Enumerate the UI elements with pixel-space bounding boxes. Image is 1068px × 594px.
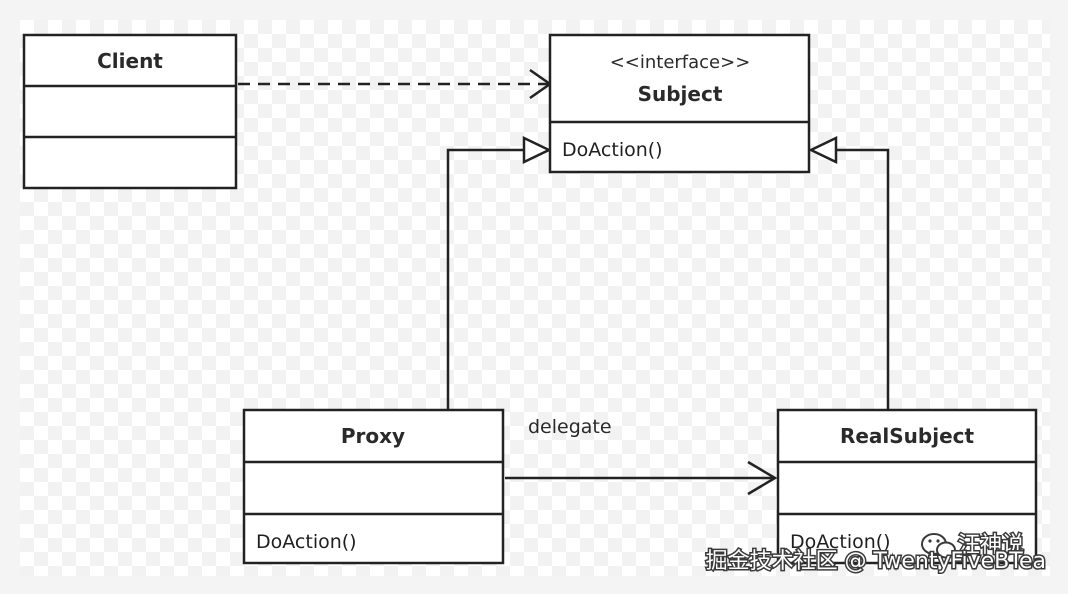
wechat-icon (921, 533, 956, 559)
class-subject: <<interface>> Subject DoAction() (548, 33, 811, 174)
class-name: Subject (638, 82, 723, 106)
edge-client-to-subject (238, 68, 553, 100)
class-proxy: Proxy DoAction() (242, 408, 505, 565)
method-label: DoAction() (256, 531, 357, 553)
watermark-wechat-name: 汪神说 (958, 533, 1024, 558)
watermark: 汪神说 掘金技术社区 @ TwentyFiveBTea (704, 532, 1047, 576)
class-box (548, 33, 811, 174)
edge-proxy-to-realsubject: delegate (505, 416, 778, 496)
class-realsubject: RealSubject DoAction() (776, 408, 1038, 565)
class-box (776, 408, 1038, 565)
hollow-triangle-arrowhead-icon (522, 136, 552, 164)
watermark-text: 掘金技术社区 @ TwentyFiveBTea (706, 549, 1046, 574)
hollow-triangle-arrowhead-icon (808, 136, 838, 164)
stereotype-label: <<interface>> (610, 52, 751, 73)
class-name: Proxy (341, 424, 405, 448)
realization-line (446, 148, 524, 410)
open-arrowhead-icon (747, 460, 778, 496)
edge-realsubject-to-subject (808, 136, 890, 410)
realization-line (836, 148, 890, 410)
delegate-label: delegate (528, 416, 612, 438)
class-box (242, 408, 505, 565)
edge-proxy-to-subject (446, 136, 552, 410)
class-name: RealSubject (840, 424, 975, 448)
method-label: DoAction() (790, 531, 891, 553)
class-box (22, 33, 238, 190)
method-label: DoAction() (562, 139, 663, 161)
class-client: Client (22, 33, 238, 190)
class-name: Client (97, 49, 163, 73)
